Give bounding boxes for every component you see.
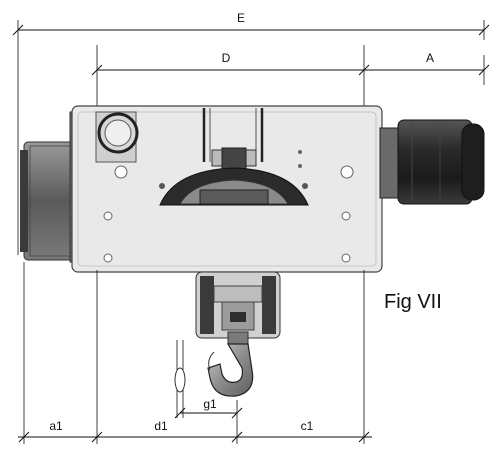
motor <box>379 119 485 205</box>
dim-label-E: E <box>237 11 245 25</box>
trolley-wheel <box>95 111 139 163</box>
dim-label-D: D <box>222 51 231 65</box>
hook-reference-line <box>174 340 186 418</box>
dimension-D: D <box>91 45 370 110</box>
frame-bolts <box>103 165 354 263</box>
dim-label-A: A <box>426 51 434 65</box>
dim-label-g1: g1 <box>203 397 217 411</box>
dim-label-c1: c1 <box>301 419 314 433</box>
figure-label: Fig VII <box>384 291 442 313</box>
dim-label-d1: d1 <box>154 419 168 433</box>
dimension-bottom-chain: a1 d1 c1 <box>18 419 372 443</box>
hook-block <box>195 271 281 339</box>
bottom-extension-lines <box>23 262 365 444</box>
hook <box>207 331 254 397</box>
dimension-g1: g1 <box>174 397 243 419</box>
dim-label-a1: a1 <box>49 419 63 433</box>
dimension-E: E <box>12 11 490 255</box>
dimension-A: A <box>364 51 490 85</box>
center-rope-mechanism <box>159 108 309 206</box>
